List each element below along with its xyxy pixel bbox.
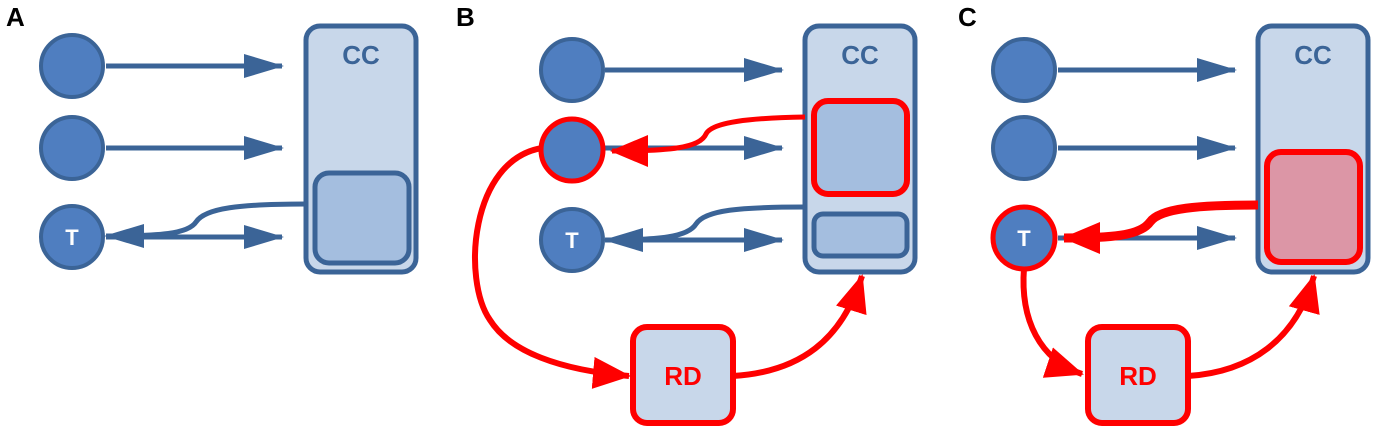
input-node-1 xyxy=(991,37,1057,103)
input-node-1 xyxy=(39,33,105,99)
rd-box xyxy=(1085,324,1191,426)
panel-letter-c: C xyxy=(958,2,977,32)
t-node xyxy=(539,207,605,273)
t-node-highlighted xyxy=(990,204,1058,272)
input-node-2 xyxy=(39,115,105,181)
cc-label: CC xyxy=(342,40,380,70)
red-arrow-rd-to-cc xyxy=(732,274,867,379)
rd-label: RD xyxy=(664,361,702,391)
t-label: T xyxy=(65,225,79,250)
red-feedback-arrow xyxy=(1062,200,1259,254)
panel-letter-a: A xyxy=(6,2,25,32)
rd-box xyxy=(630,324,736,426)
cc-label: CC xyxy=(1294,40,1332,70)
panel-letter-b: B xyxy=(456,2,475,32)
red-arrow-node-to-rd xyxy=(472,145,631,389)
cc-module-highlighted xyxy=(1264,149,1363,265)
panel-a: A CC T xyxy=(6,2,419,275)
rd-label: RD xyxy=(1119,361,1157,391)
input-node-1 xyxy=(539,37,605,103)
red-arrow-cc-to-node xyxy=(610,114,806,167)
cc-module-highlighted xyxy=(811,98,910,197)
feedback-arrow xyxy=(104,201,307,248)
panel-c: C CC RD T xyxy=(958,2,1371,426)
panel-b: B CC RD T xyxy=(456,2,918,426)
input-node-2 xyxy=(991,115,1057,181)
t-label: T xyxy=(1017,226,1031,251)
t-node xyxy=(39,204,105,270)
red-arrow-rd-to-cc xyxy=(1187,274,1320,379)
cc-module xyxy=(312,170,412,266)
input-node-2-highlighted xyxy=(538,116,606,184)
t-label: T xyxy=(565,228,579,253)
cc-module xyxy=(811,211,910,259)
cc-label: CC xyxy=(841,40,879,70)
red-arrow-t-to-rd xyxy=(1020,267,1084,378)
feedback-arrow xyxy=(603,204,806,252)
